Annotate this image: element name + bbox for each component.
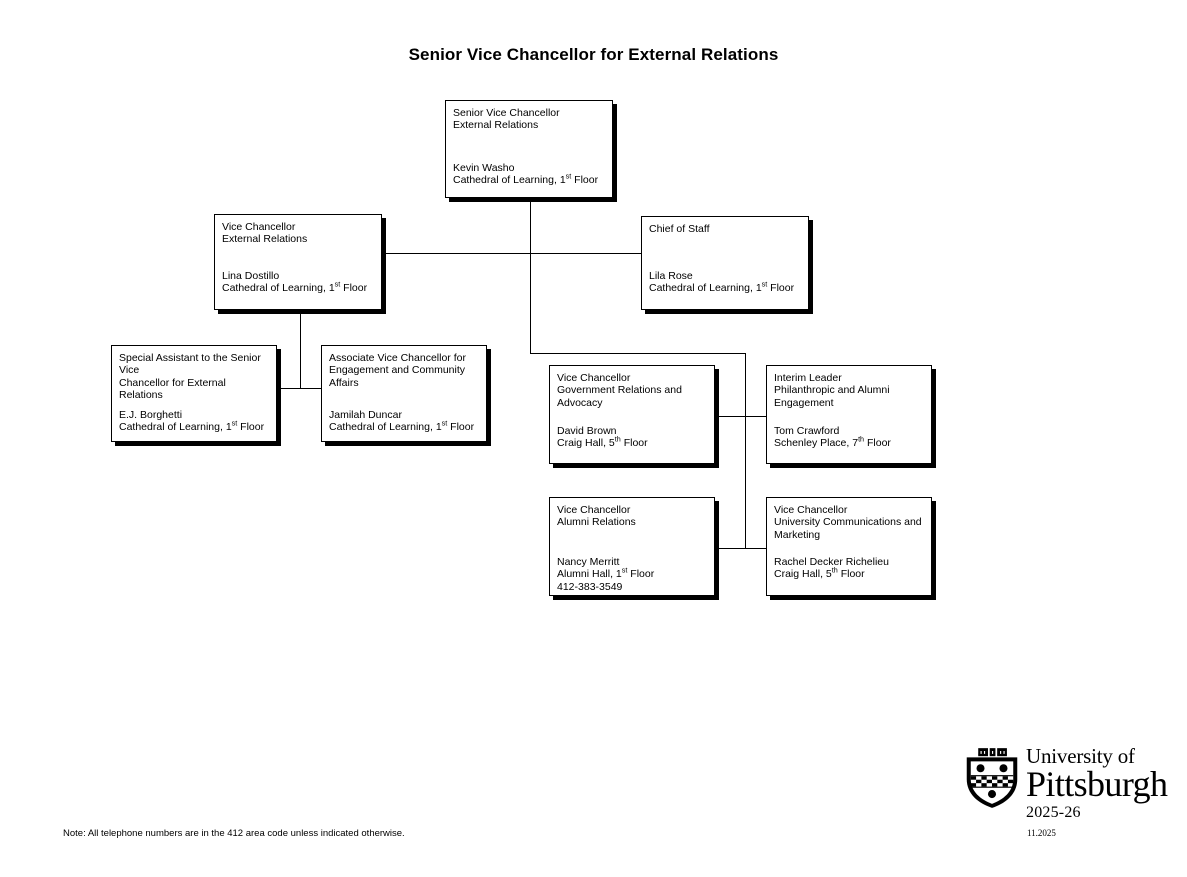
node-person: Jamilah Duncar Cathedral of Learning, 1s… xyxy=(329,409,475,434)
node-person: Tom Crawford Schenley Place, 7th Floor xyxy=(774,425,891,450)
logo-university-line: University of xyxy=(1026,744,1135,768)
node-title: Chief of Staff xyxy=(649,223,710,235)
node-vice-chancellor-alumni-relations[interactable]: Vice Chancellor Alumni Relations Nancy M… xyxy=(549,497,715,596)
node-location: Cathedral of Learning, 1st Floor xyxy=(329,418,475,434)
node-vice-chancellor-communications-marketing[interactable]: Vice Chancellor University Communication… xyxy=(766,497,932,596)
page-title: Senior Vice Chancellor for External Rela… xyxy=(408,45,779,64)
logo-pittsburgh-line: Pittsburgh xyxy=(1026,764,1168,804)
logo-wordmark: University of Pittsburgh 2025-26 xyxy=(1026,744,1168,822)
node-person: Nancy Merritt Alumni Hall, 1st Floor 412… xyxy=(557,556,655,593)
node-person: Lina Dostillo Cathedral of Learning, 1st… xyxy=(222,270,368,295)
node-location: Cathedral of Learning, 1st Floor xyxy=(119,418,265,434)
node-location: Craig Hall, 5th Floor xyxy=(774,565,865,581)
node-associate-vice-chancellor-engagement[interactable]: Associate Vice Chancellor for Engagement… xyxy=(321,345,487,442)
node-title: Vice Chancellor University Communication… xyxy=(774,504,922,541)
connector-branch-row-a xyxy=(716,416,768,417)
university-logo: University of Pittsburgh 2025-26 xyxy=(963,745,1168,821)
node-special-assistant[interactable]: Special Assistant to the Senior Vice Cha… xyxy=(111,345,277,442)
node-location: Cathedral of Learning, 1st Floor xyxy=(453,171,599,187)
node-title: Associate Vice Chancellor for Engagement… xyxy=(329,352,466,389)
node-location: Schenley Place, 7th Floor xyxy=(774,434,891,450)
connector-svc-trunk xyxy=(530,198,531,354)
node-senior-vice-chancellor[interactable]: Senior Vice Chancellor External Relation… xyxy=(445,100,613,198)
node-location: Cathedral of Learning, 1st Floor xyxy=(222,279,368,295)
node-vice-chancellor-government-relations[interactable]: Vice Chancellor Government Relations and… xyxy=(549,365,715,464)
node-chief-of-staff[interactable]: Chief of Staff Lila Rose Cathedral of Le… xyxy=(641,216,809,310)
node-interim-leader-philanthropic[interactable]: Interim Leader Philanthropic and Alumni … xyxy=(766,365,932,464)
node-location: Cathedral of Learning, 1st Floor xyxy=(649,279,795,295)
node-person: Kevin Washo Cathedral of Learning, 1st F… xyxy=(453,162,599,187)
node-vice-chancellor-external-relations[interactable]: Vice Chancellor External Relations Lina … xyxy=(214,214,382,310)
node-title: Vice Chancellor Government Relations and… xyxy=(557,372,682,409)
connector-lower-elbow xyxy=(530,353,746,354)
logo-year: 2025-26 xyxy=(1026,804,1081,821)
pitt-crest-icon xyxy=(966,748,1018,808)
node-title: Vice Chancellor Alumni Relations xyxy=(557,504,636,529)
footer-date: 11.2025 xyxy=(1027,828,1056,838)
connector-tier1-horizontal xyxy=(383,253,641,254)
node-person: E.J. Borghetti Cathedral of Learning, 1s… xyxy=(119,409,265,434)
node-title: Special Assistant to the Senior Vice Cha… xyxy=(119,352,261,402)
node-phone: 412-383-3549 xyxy=(557,580,623,593)
node-person: David Brown Craig Hall, 5th Floor xyxy=(557,425,648,450)
node-location: Alumni Hall, 1st Floor xyxy=(557,565,655,581)
node-person: Lila Rose Cathedral of Learning, 1st Flo… xyxy=(649,270,795,295)
node-title: Senior Vice Chancellor External Relation… xyxy=(453,107,560,132)
node-location: Craig Hall, 5th Floor xyxy=(557,434,648,450)
footer-note: Note: All telephone numbers are in the 4… xyxy=(63,828,405,839)
connector-lower-trunk xyxy=(745,353,746,549)
connector-branch-row-b xyxy=(716,548,768,549)
connector-left-subtree-horizontal xyxy=(277,388,322,389)
node-title: Vice Chancellor External Relations xyxy=(222,221,308,246)
node-title: Interim Leader Philanthropic and Alumni … xyxy=(774,372,890,409)
node-person: Rachel Decker Richelieu Craig Hall, 5th … xyxy=(774,556,889,581)
connector-left-subtree-trunk xyxy=(300,310,301,389)
